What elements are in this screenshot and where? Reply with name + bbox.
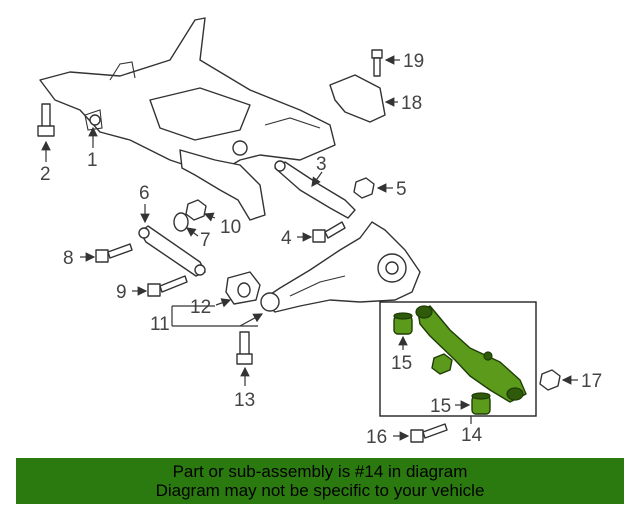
lateral-link-part-3 (274, 160, 356, 219)
callout-5: 5 (396, 179, 407, 200)
washer-part-7 (173, 212, 189, 232)
rear-subframe (39, 17, 336, 221)
part-14-box (379, 301, 537, 417)
callout-15-bottom: 15 (430, 396, 451, 417)
callout-2: 2 (40, 164, 51, 185)
bolt-part-8 (95, 243, 133, 263)
bracket-part-18 (329, 74, 386, 123)
nut-part-17 (539, 369, 561, 391)
callout-3: 3 (316, 154, 327, 175)
callout-8: 8 (63, 248, 74, 269)
info-banner: Part or sub-assembly is #14 in diagram D… (16, 458, 624, 504)
callout-17: 17 (581, 371, 602, 392)
callout-15-top: 15 (391, 353, 412, 374)
bushing-part-12 (225, 271, 261, 305)
callout-19: 19 (403, 51, 424, 72)
bolt-part-4 (312, 221, 346, 243)
banner-line-2: Diagram may not be specific to your vehi… (155, 481, 485, 500)
callout-9: 9 (116, 282, 127, 303)
bolt-part-16 (410, 423, 448, 443)
bushing-part-15-bottom (471, 392, 491, 415)
callout-11: 11 (150, 314, 170, 335)
callout-12: 12 (190, 297, 211, 318)
nut-part-14-assembly (431, 353, 453, 375)
banner-line-1: Part or sub-assembly is #14 in diagram (172, 462, 468, 481)
bolt-part-9 (147, 275, 188, 297)
callout-1: 1 (87, 150, 98, 171)
bolt-part-13 (236, 331, 253, 365)
bolt-part-2 (37, 103, 55, 137)
bolt-part-19 (371, 49, 383, 77)
callout-14: 14 (461, 425, 483, 446)
callout-7: 7 (200, 230, 211, 251)
nut-part-5 (353, 177, 375, 199)
callout-16: 16 (366, 427, 387, 448)
nut-part-10 (185, 199, 207, 221)
callout-6: 6 (139, 183, 150, 204)
parts-diagram: 2 1 3 5 19 18 6 7 10 8 (37, 17, 602, 448)
link-part-6 (138, 225, 206, 277)
callout-4: 4 (281, 228, 292, 249)
callout-18: 18 (401, 93, 422, 114)
callout-10: 10 (220, 217, 241, 238)
trailing-arm-part-11 (260, 221, 421, 313)
control-arm-part-14 (415, 305, 527, 403)
callout-13: 13 (234, 390, 255, 411)
bushing-part-15-top (393, 312, 413, 335)
